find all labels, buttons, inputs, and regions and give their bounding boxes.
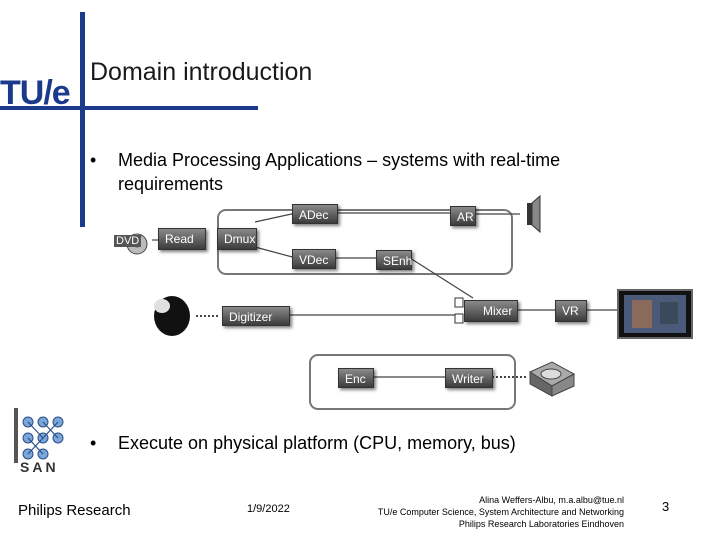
page-title: Domain introduction	[90, 58, 313, 86]
footer-author-line-3: Philips Research Laboratories Eindhoven	[458, 519, 624, 529]
block-vr: VR	[555, 300, 587, 322]
block-vdec: VDec	[292, 249, 336, 269]
footer-author-line-2: TU/e Computer Science, System Architectu…	[377, 507, 624, 517]
footer-author: Alina Weffers-Albu, m.a.albu@tue.nl TU/e…	[330, 494, 624, 530]
block-mixer: Mixer	[464, 300, 518, 322]
block-enc: Enc	[338, 368, 374, 388]
san-logo-graphic	[14, 408, 64, 463]
bullet-1-line-2: requirements	[118, 174, 224, 194]
tue-logo: TU/e	[0, 74, 71, 112]
block-digitizer: Digitizer	[222, 306, 290, 326]
footer-org: Philips Research	[18, 502, 131, 519]
block-dmux: Dmux	[217, 228, 257, 250]
block-senh: SEnh	[376, 250, 412, 270]
bullet-1-line-1: Media Processing Applications – systems …	[118, 150, 561, 170]
block-adec: ADec	[292, 204, 338, 224]
block-writer: Writer	[445, 368, 493, 388]
dvd-label: DVD	[114, 235, 142, 247]
page-number: 3	[662, 499, 670, 514]
san-logo-text: SAN	[20, 459, 59, 475]
bullet-marker: •	[90, 150, 97, 170]
bullet-marker: •	[90, 433, 97, 453]
block-ar: AR	[450, 206, 476, 226]
bullet-2-line-1: Execute on physical platform (CPU, memor…	[118, 433, 516, 453]
footer-author-line-1: Alina Weffers-Albu, m.a.albu@tue.nl	[479, 495, 624, 505]
block-read: Read	[158, 228, 206, 250]
footer-date: 1/9/2022	[247, 503, 290, 515]
